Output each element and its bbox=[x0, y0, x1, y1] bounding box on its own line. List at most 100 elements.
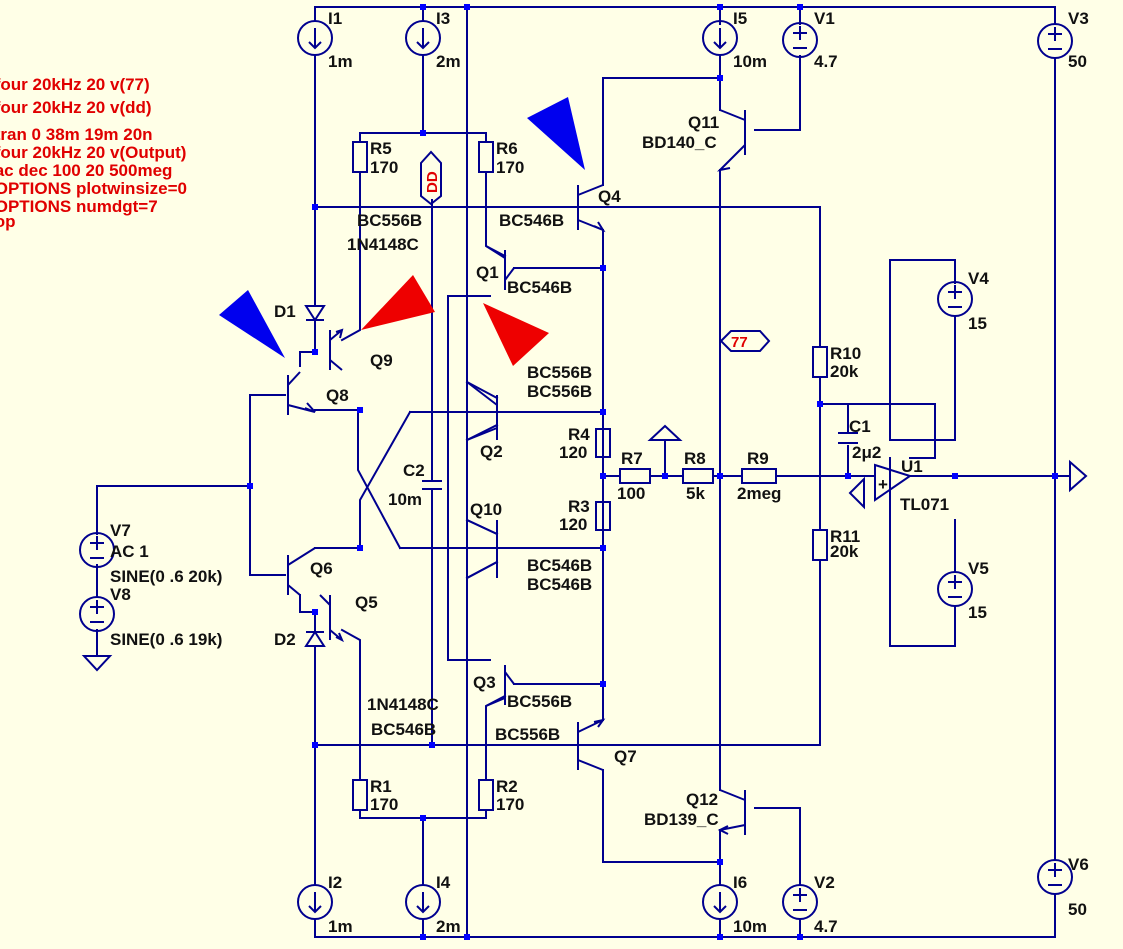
svg-text:BC556B: BC556B bbox=[495, 725, 560, 744]
directive-ac[interactable]: .ac dec 100 20 500meg bbox=[0, 161, 172, 180]
resistor-R6[interactable]: R6 170 bbox=[478, 139, 524, 177]
voltage-source-V7[interactable]: V7 AC 1 SINE(0 .6 20k) bbox=[79, 521, 222, 586]
current-source-I3[interactable]: I3 2m bbox=[405, 9, 461, 71]
svg-text:Q2: Q2 bbox=[480, 442, 503, 461]
transistor-Q2[interactable]: Q2 BC556B BC556B bbox=[466, 363, 592, 461]
capacitor-C1[interactable]: C1 2μ2 bbox=[838, 417, 881, 462]
svg-text:R9: R9 bbox=[747, 449, 769, 468]
directive-options-numdgt[interactable]: .OPTIONS numdgt=7 bbox=[0, 197, 158, 216]
directive-options-plotwinsize[interactable]: .OPTIONS plotwinsize=0 bbox=[0, 179, 187, 198]
directive-four-output[interactable]: .four 20kHz 20 v(Output) bbox=[0, 143, 186, 162]
svg-text:Q4: Q4 bbox=[598, 187, 621, 206]
svg-text:BC546B: BC546B bbox=[371, 720, 436, 739]
probe-marker-red-q9[interactable] bbox=[361, 275, 435, 330]
voltage-source-V8[interactable]: V8 SINE(0 .6 19k) bbox=[79, 585, 222, 649]
transistor-Q10[interactable]: Q10 BC546B BC546B bbox=[466, 500, 592, 594]
svg-text:20k: 20k bbox=[830, 362, 859, 381]
svg-text:170: 170 bbox=[370, 158, 398, 177]
voltage-source-V3[interactable]: V3 50 bbox=[1037, 9, 1089, 71]
transistor-Q6[interactable]: Q6 bbox=[287, 547, 333, 596]
svg-text:R3: R3 bbox=[568, 497, 590, 516]
resistor-R10[interactable]: R10 20k bbox=[812, 344, 861, 381]
directive-four-dd[interactable]: .four 20kHz 20 v(dd) bbox=[0, 98, 152, 117]
transistor-Q8[interactable]: Q8 bbox=[287, 371, 349, 415]
svg-text:V1: V1 bbox=[814, 9, 835, 28]
directive-op[interactable]: .op bbox=[0, 212, 16, 231]
resistor-R1[interactable]: R1 170 bbox=[352, 777, 398, 814]
transistor-Q7[interactable]: Q7 BC556B bbox=[495, 718, 637, 771]
svg-text:Q10: Q10 bbox=[470, 500, 502, 519]
svg-text:BC546B: BC546B bbox=[507, 278, 572, 297]
svg-text:V8: V8 bbox=[110, 585, 131, 604]
current-source-I2[interactable]: I2 1m bbox=[297, 873, 353, 936]
svg-text:120: 120 bbox=[559, 515, 587, 534]
resistor-R8[interactable]: R8 5k bbox=[682, 449, 714, 503]
diode-D2[interactable]: D2 1N4148C bbox=[274, 630, 439, 714]
svg-text:1m: 1m bbox=[328, 917, 353, 936]
current-source-I1[interactable]: I1 1m bbox=[297, 9, 353, 71]
svg-text:R4: R4 bbox=[568, 425, 590, 444]
svg-text:5k: 5k bbox=[686, 484, 705, 503]
output-port-arrow[interactable] bbox=[1069, 459, 1088, 493]
resistor-R3[interactable]: R3 120 bbox=[559, 497, 611, 534]
opamp-U1[interactable]: + U1 TL071 bbox=[874, 457, 949, 514]
directive-four-77[interactable]: .four 20kHz 20 v(77) bbox=[0, 75, 150, 94]
svg-text:DD: DD bbox=[424, 171, 441, 193]
svg-text:R2: R2 bbox=[496, 777, 518, 796]
svg-text:170: 170 bbox=[370, 795, 398, 814]
voltage-source-V2[interactable]: V2 4.7 bbox=[782, 873, 838, 936]
resistor-R11[interactable]: R11 20k bbox=[812, 527, 860, 561]
capacitor-C2[interactable]: C2 10m bbox=[388, 461, 442, 509]
svg-text:170: 170 bbox=[496, 158, 524, 177]
ground-symbol-feedback bbox=[647, 424, 683, 441]
voltage-source-V6[interactable]: V6 50 bbox=[1037, 855, 1089, 919]
net-label-dd[interactable]: DD bbox=[420, 150, 442, 206]
current-source-I6[interactable]: I6 10m bbox=[702, 873, 767, 936]
svg-text:2m: 2m bbox=[436, 52, 461, 71]
current-source-I5[interactable]: I5 10m bbox=[702, 9, 767, 71]
svg-text:2μ2: 2μ2 bbox=[852, 443, 881, 462]
voltage-source-V4[interactable]: V4 15 bbox=[937, 269, 989, 333]
svg-text:1N4148C: 1N4148C bbox=[367, 695, 439, 714]
diode-D1[interactable]: D1 1N4148C bbox=[274, 235, 419, 322]
svg-text:V2: V2 bbox=[814, 873, 835, 892]
transistor-Q4[interactable]: Q4 BC546B bbox=[499, 184, 621, 233]
resistor-R5[interactable]: R5 170 bbox=[352, 139, 398, 177]
svg-text:V3: V3 bbox=[1068, 9, 1089, 28]
directive-tran[interactable]: .tran 0 38m 19m 20n bbox=[0, 125, 153, 144]
probe-marker-blue-d1[interactable] bbox=[219, 290, 285, 358]
wires bbox=[96, 6, 1071, 938]
resistor-R2[interactable]: R2 170 bbox=[478, 777, 524, 814]
svg-text:I6: I6 bbox=[733, 873, 747, 892]
svg-text:I5: I5 bbox=[733, 9, 747, 28]
current-source-I4[interactable]: I4 2m bbox=[405, 873, 461, 936]
svg-text:2m: 2m bbox=[436, 917, 461, 936]
net-label-77[interactable]: 77 bbox=[719, 330, 771, 352]
resistor-R7[interactable]: R7 100 bbox=[617, 449, 651, 503]
svg-text:15: 15 bbox=[968, 314, 987, 333]
transistor-Q1[interactable]: Q1 BC546B bbox=[476, 245, 572, 297]
ground-symbol-input bbox=[81, 655, 113, 672]
svg-text:D1: D1 bbox=[274, 302, 296, 321]
resistor-R9[interactable]: R9 2meg bbox=[737, 449, 781, 503]
svg-text:BC546B: BC546B bbox=[499, 211, 564, 230]
transistor-Q9[interactable]: Q9 BC556B bbox=[329, 211, 422, 371]
transistor-Q5[interactable]: Q5 BC546B bbox=[319, 593, 436, 739]
svg-text:170: 170 bbox=[496, 795, 524, 814]
transistor-Q11[interactable]: Q11 BD140_C bbox=[642, 109, 746, 172]
probe-marker-red-q1[interactable] bbox=[483, 303, 549, 366]
voltage-source-V5[interactable]: V5 15 bbox=[937, 559, 989, 622]
transistor-Q12[interactable]: Q12 BD139_C bbox=[644, 789, 746, 835]
svg-text:R8: R8 bbox=[684, 449, 706, 468]
voltage-source-V1[interactable]: V1 4.7 bbox=[782, 9, 838, 71]
svg-text:AC 1: AC 1 bbox=[110, 542, 149, 561]
svg-text:R1: R1 bbox=[370, 777, 392, 796]
transistor-Q3[interactable]: Q3 BC556B bbox=[473, 665, 572, 711]
svg-text:BC546B: BC546B bbox=[527, 575, 592, 594]
resistor-R4[interactable]: R4 120 bbox=[559, 425, 611, 462]
svg-text:4.7: 4.7 bbox=[814, 52, 838, 71]
probe-marker-blue-q4[interactable] bbox=[527, 97, 585, 170]
svg-text:1m: 1m bbox=[328, 52, 353, 71]
svg-text:I4: I4 bbox=[436, 873, 451, 892]
